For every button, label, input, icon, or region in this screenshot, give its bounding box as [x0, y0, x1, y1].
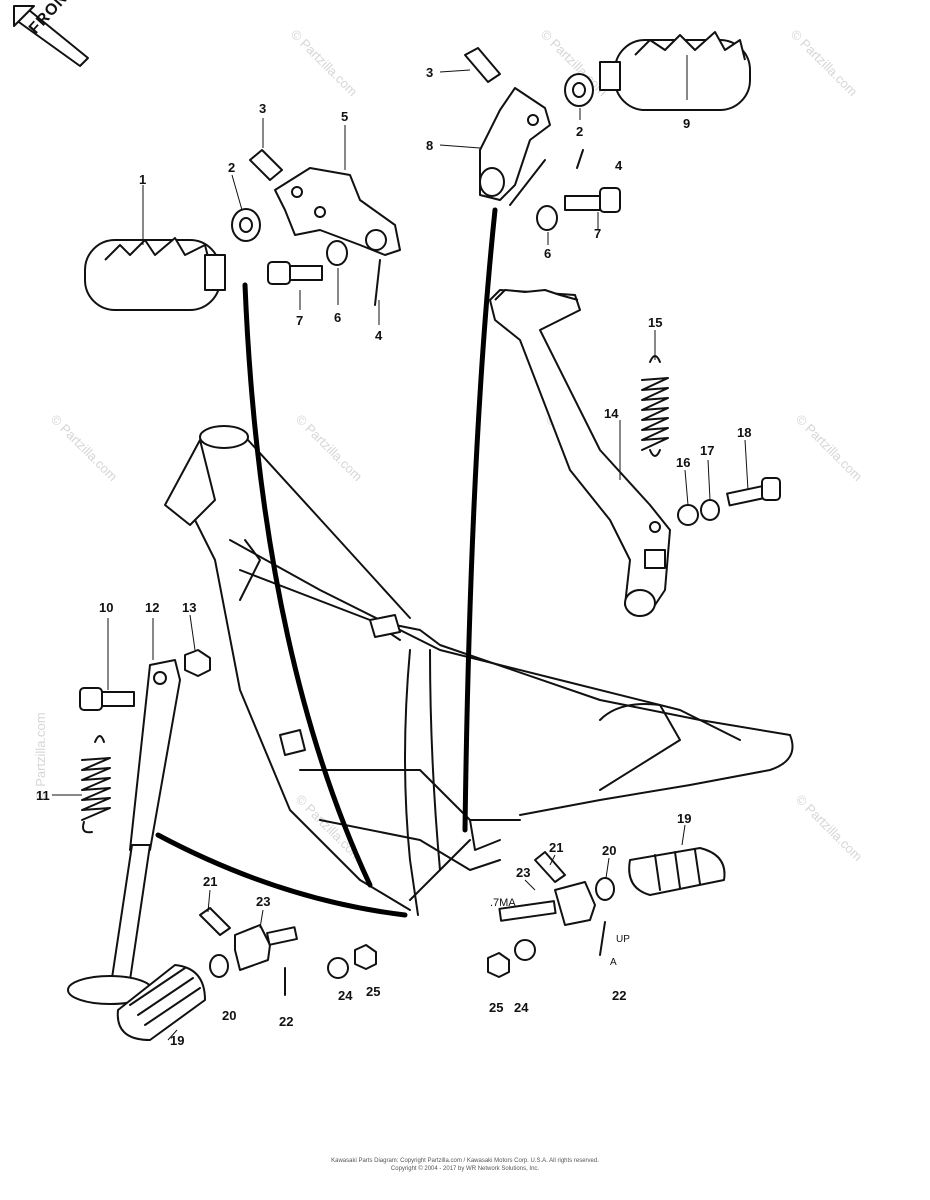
watermark-text: © Partzilla.com: [793, 412, 866, 485]
mark-a: A: [610, 957, 617, 968]
callout-17: 17: [700, 443, 714, 458]
callout-25: 25: [366, 984, 380, 999]
washer: [595, 877, 615, 901]
copyright-line: Copyright © 2004 - 2017 by WR Network So…: [390, 1166, 540, 1172]
leader-lines: [52, 55, 749, 1041]
copyright-line: Kawasaki Parts Diagram: Copyright Partzi…: [331, 1158, 599, 1164]
washer: [700, 499, 720, 521]
pin: [534, 851, 566, 883]
washer-inner: [239, 217, 253, 233]
callout-2: 2: [228, 160, 235, 175]
callout-22: 22: [279, 1014, 293, 1029]
cotter-pin: [374, 259, 381, 306]
callout-19: 19: [170, 1033, 184, 1048]
callout-8: 8: [426, 138, 433, 153]
brake-pedal-spring: [641, 355, 669, 457]
bolt: [564, 187, 621, 213]
callout-7: 7: [594, 226, 601, 241]
pin: [199, 907, 231, 936]
callout-24: 24: [514, 1000, 529, 1015]
callouts: 1 2 3 5 7 6 4 3 8 2 9 4 6 7 15 14 16 17 …: [36, 65, 751, 1048]
callout-15: 15: [648, 315, 662, 330]
callout-20: 20: [602, 843, 616, 858]
callout-7: 7: [296, 313, 303, 328]
frame: [164, 425, 794, 916]
callout-4: 4: [615, 158, 623, 173]
mark-7ma: .7MA: [490, 897, 516, 909]
washer: [514, 939, 536, 961]
callout-18: 18: [737, 425, 751, 440]
callout-3: 3: [259, 101, 266, 116]
callout-5: 5: [341, 109, 348, 124]
rear-footpeg-left: [116, 964, 206, 1041]
callout-14: 14: [604, 406, 619, 421]
washer-inner: [572, 82, 586, 98]
lock-washer: [326, 240, 348, 266]
callout-13: 13: [182, 600, 196, 615]
callout-6: 6: [544, 246, 551, 261]
nut: [487, 952, 510, 978]
lock-washer: [536, 205, 558, 231]
callout-20: 20: [222, 1008, 236, 1023]
nut: [354, 944, 377, 970]
callout-21: 21: [203, 874, 217, 889]
cotter-pin: [599, 921, 606, 956]
cotter-pin: [576, 149, 584, 169]
callout-19: 19: [677, 811, 691, 826]
washer: [209, 954, 229, 978]
left-footpeg: [84, 237, 226, 311]
callout-11: 11: [36, 788, 50, 803]
nut: [184, 649, 211, 677]
watermark-text: © Partzilla.com: [293, 412, 366, 485]
callout-16: 16: [676, 455, 690, 470]
bolt: [267, 261, 323, 285]
pedal-bolt: [726, 477, 781, 507]
callout-2: 2: [576, 124, 583, 139]
rear-footpeg-bracket: [234, 924, 298, 971]
watermark-text: © Partzilla.com: [788, 27, 861, 100]
watermark-text: © Partzilla.com: [48, 412, 121, 485]
brake-pedal: [489, 289, 671, 617]
callout-24: 24: [338, 988, 353, 1003]
callout-1: 1: [139, 172, 146, 187]
watermark-text: © Partzilla.com: [288, 27, 361, 100]
side-stand-bolt: [79, 687, 135, 711]
left-footpeg-bracket: [274, 167, 401, 256]
callout-9: 9: [683, 116, 690, 131]
callout-23: 23: [256, 894, 270, 909]
side-stand: [67, 659, 181, 1005]
callout-10: 10: [99, 600, 113, 615]
pin: [464, 47, 501, 83]
right-footpeg-bracket: [479, 87, 551, 206]
right-footpeg: [599, 31, 751, 111]
callout-23: 23: [516, 865, 530, 880]
side-stand-spring: [81, 735, 111, 834]
callout-21: 21: [549, 840, 563, 855]
washer: [327, 957, 349, 979]
pin: [249, 149, 283, 181]
callout-3: 3: [426, 65, 433, 80]
callout-22: 22: [612, 988, 626, 1003]
watermark-text: © Partzilla.com: [793, 792, 866, 865]
mark-up: UP: [616, 934, 630, 945]
callout-12: 12: [145, 600, 159, 615]
callout-25: 25: [489, 1000, 503, 1015]
callout-4: 4: [375, 328, 383, 343]
rear-footpeg-bracket: [498, 881, 596, 926]
watermark-text: © Partzilla.com: [33, 712, 48, 800]
washer: [677, 504, 699, 526]
callout-6: 6: [334, 310, 341, 325]
assembly-pointers: [155, 207, 498, 918]
front-direction-arrow: [13, 5, 89, 67]
rear-footpeg-right: [628, 847, 726, 896]
